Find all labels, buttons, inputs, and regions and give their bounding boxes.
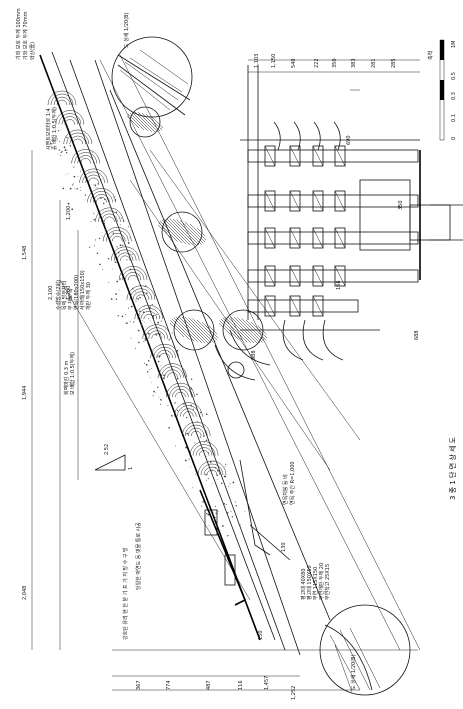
slope-ratio: 2.52	[104, 444, 110, 455]
bracket-frame	[214, 65, 463, 381]
dim-top-6: 383	[351, 58, 357, 68]
note-top-5: 흙 배합 1:0.5(두께)	[51, 107, 58, 150]
scale-tick-3: 0.5	[451, 72, 457, 80]
tile-roll	[142, 324, 171, 339]
tile-roll	[118, 266, 148, 281]
drawing-title: 3 종 1 단 면 상 세 도	[448, 436, 457, 500]
note-top-4: 시멘트모르타르 1:4	[45, 108, 52, 150]
dim-misc-5: 350	[398, 200, 404, 210]
scale-tick-0: 0	[451, 137, 457, 140]
scale-tick-2: 0.3	[451, 92, 457, 100]
dim-misc-4: 690	[346, 135, 352, 145]
slope-base: 1	[128, 467, 134, 470]
dim-top-5: 350	[332, 58, 338, 68]
note-mid-3: 부 재료 목	[67, 288, 74, 310]
note-lower-1: 회벽마감 0.3 m	[63, 360, 70, 395]
note-mid-2: 목재 방부처리	[61, 281, 68, 310]
dim-misc-6: 130	[281, 542, 287, 552]
dim-top-7: 281	[371, 58, 377, 68]
dim-bottom-2: 774	[166, 680, 172, 690]
note-mid-6: 개판 두께 30	[85, 282, 92, 310]
tile-roll	[63, 129, 93, 144]
scale-tick-4: 1M	[451, 41, 457, 49]
dim-top-2: 1,150	[271, 54, 277, 68]
dim-misc-7: 150	[258, 630, 264, 640]
roof-tiles	[47, 90, 227, 476]
note-mid-1: 수성방수(2회)	[55, 280, 62, 310]
note-lower-2: 보 배합 1:0.5(두께)	[69, 352, 76, 395]
tile-roll	[174, 402, 203, 417]
tile-roll	[87, 188, 116, 203]
tile-roll	[103, 227, 132, 242]
annotation-text: 2,048 1,944 1,548 2,100 1,200 1,200 367 …	[15, 8, 457, 700]
note-top-3: 와상(壹)	[29, 42, 36, 60]
dim-bottom-1: 367	[136, 680, 142, 690]
dim-bottom-5: 1,457	[264, 676, 270, 690]
note-bottom-2: 연목 주간 R=1,000	[289, 461, 296, 505]
note-eave-2: 평고대 150X50	[306, 565, 313, 600]
note-eave-3: 부연 115X150	[312, 567, 319, 600]
circle-hatching	[126, 111, 268, 344]
dim-top-1: 1,103	[254, 54, 260, 68]
dim-top-8: 285	[391, 58, 397, 68]
dim-left-5: 1,200	[66, 206, 72, 220]
dimension-lines	[31, 59, 420, 691]
note-eave-5: 부연착고 25X15	[324, 564, 331, 600]
tile-roll	[71, 149, 100, 164]
dim-misc-2: 688	[414, 330, 420, 340]
tile-roll	[166, 382, 195, 398]
detail-bubble-top	[111, 36, 193, 118]
note-eave-1: 평고대 40X80	[300, 568, 307, 600]
note-gutter-1: 당일한 아연도 동 빗물 통로 시공	[135, 522, 142, 590]
tile-roll	[189, 441, 219, 456]
note-mid-5: 서까래(150x150)	[79, 270, 86, 310]
scale-bar	[439, 39, 445, 141]
mortar-fill	[50, 127, 251, 537]
dim-left-6: 1,200	[66, 286, 72, 300]
rafter-sections	[129, 106, 264, 379]
scale-tick-1: 0.1	[451, 114, 457, 122]
bracket-blocks	[264, 145, 346, 317]
tile-roll	[181, 421, 211, 437]
slope-indicator	[94, 454, 126, 471]
dim-left-1: 2,048	[22, 586, 28, 600]
tile-roll	[95, 207, 124, 222]
dim-bottom-4: 116	[238, 680, 244, 690]
detail-top-label: 도 상세 1/20(B)	[123, 12, 130, 48]
dim-left-2: 1,944	[22, 386, 28, 400]
dim-bottom-3: 487	[206, 680, 212, 690]
note-eave-4: 부연개판 두께 20	[318, 563, 325, 600]
scale-bar-label: 축척	[427, 51, 434, 60]
eave-detail	[199, 459, 291, 606]
note-mid-4: 연목(180x200)	[73, 275, 80, 310]
tile-roll	[55, 110, 85, 125]
tile-roll	[158, 363, 187, 378]
dim-top-4: 222	[314, 58, 320, 68]
tile-roll	[126, 285, 156, 300]
note-bottom-1: 연목지붕 등 비	[282, 474, 289, 505]
note-top-2: 기와 보호 두께 70mm	[22, 11, 29, 60]
tile-roll	[110, 246, 140, 261]
dim-bottom-6: 1,252	[291, 686, 297, 700]
tile-roll	[79, 168, 108, 183]
dim-misc-1: 888	[251, 350, 257, 360]
tile-roll	[47, 90, 77, 106]
dim-misc-3: 166	[336, 280, 342, 290]
dim-left-3: 1,548	[22, 246, 28, 260]
note-top-1: 기와 보호 두께 100mm	[15, 8, 22, 60]
note-gutter-2: 강호탄 유리 현 한 분 기 프 기 지 방 수 구 방	[122, 547, 129, 640]
tile-roll	[197, 460, 227, 476]
tile-roll	[134, 305, 164, 320]
dim-left-4: 2,100	[48, 286, 54, 300]
detail-bottom-label: 도 상세 1/20(B)	[350, 654, 357, 690]
dim-top-3: 540	[291, 58, 297, 68]
